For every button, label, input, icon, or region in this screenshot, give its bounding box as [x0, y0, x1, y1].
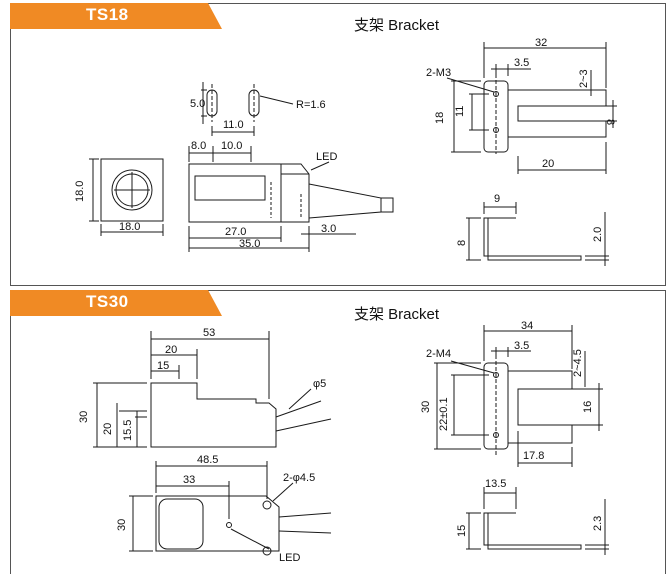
- tab-shape: [10, 3, 222, 29]
- dim-front-w: 18.0: [119, 221, 140, 233]
- bracket-side-h: 15: [456, 525, 468, 537]
- front-view: [89, 158, 164, 236]
- bracket-gap: 8: [604, 119, 616, 125]
- ts30-tab: TS30: [10, 290, 222, 316]
- bracket-width: 34: [521, 320, 533, 332]
- bracket-thick: 2.0: [592, 227, 604, 242]
- bracket-title: 支架 Bracket: [354, 17, 440, 34]
- bracket-side-w: 9: [494, 193, 500, 205]
- dim-slot-pitch: 11.0: [223, 119, 244, 131]
- bracket-screw: 2-M4: [426, 348, 451, 360]
- dim-top-b: 10.0: [221, 140, 242, 152]
- model-label: TS30: [86, 292, 129, 311]
- dim-total-len: 53: [203, 327, 215, 339]
- bracket-thick: 2.3: [592, 516, 604, 531]
- bracket-top-view: [446, 42, 617, 174]
- dim-h1: 30: [78, 411, 90, 423]
- led-label: LED: [316, 151, 337, 163]
- bracket-length: 20: [542, 158, 554, 170]
- dim-slot-h: 5.0: [190, 98, 205, 110]
- slot-detail: [201, 82, 294, 136]
- model-label: TS18: [86, 5, 129, 24]
- dim-h3: 15.5: [122, 420, 134, 441]
- bracket-pitch: 22±0.1: [438, 397, 450, 431]
- dim-hole-pitch: 48.5: [197, 454, 218, 466]
- bracket-height: 30: [420, 401, 432, 413]
- bracket-title: 支架 Bracket: [354, 306, 440, 323]
- bracket-screw: 2-M3: [426, 67, 451, 79]
- dim-holes: 2-φ4.5: [283, 472, 315, 484]
- side-view: [93, 331, 332, 448]
- bracket-offset: 3.5: [514, 57, 529, 69]
- bracket-length: 17.8: [523, 450, 544, 462]
- ts18-drawing: 5.0 11.0 R=1.6 18.0 18.0: [74, 37, 617, 266]
- bracket-width: 32: [535, 37, 547, 49]
- led-label: LED: [279, 552, 300, 564]
- dim-total-len: 35.0: [239, 238, 260, 250]
- ts18-panel: TS18 支架 Bracket 5.0 11.0 R=1.6: [10, 3, 666, 286]
- tab-shape: [10, 290, 222, 316]
- bracket-pitch: 11: [454, 106, 466, 117]
- dim-body-len: 27.0: [225, 226, 246, 238]
- side-view: [188, 146, 394, 252]
- dim-cable: 3.0: [321, 223, 336, 235]
- dim-step-b: 15: [157, 360, 169, 372]
- cable-dia: φ5: [313, 378, 326, 390]
- bracket-side-h: 8: [456, 240, 468, 246]
- dim-step-a: 20: [165, 344, 177, 356]
- bracket-side-w: 13.5: [485, 478, 506, 490]
- dim-radius: R=1.6: [296, 99, 326, 111]
- top-view: [129, 461, 332, 556]
- bracket-side-view: [466, 202, 609, 266]
- bracket-top-view: [434, 325, 603, 467]
- dim-h2: 20: [102, 423, 114, 435]
- ts18-tab: TS18: [10, 3, 222, 29]
- ts30-drawing: 53 20 15 φ5 30 20 15.5 48.5 33 2-φ4.5 30…: [78, 320, 609, 564]
- ts30-panel: TS30 支架 Bracket 53 20 15 φ5 30 20 15.5: [10, 290, 666, 574]
- bracket-side-view: [466, 487, 609, 555]
- bracket-offset: 3.5: [514, 340, 529, 352]
- dim-top-h: 30: [116, 519, 128, 531]
- bracket-slot: 2~3: [578, 69, 590, 88]
- dim-top-a: 8.0: [191, 140, 206, 152]
- dim-front-h: 18.0: [74, 181, 86, 202]
- bracket-height: 18: [434, 112, 446, 124]
- bracket-gap: 16: [582, 401, 594, 413]
- bracket-slot: 2~4.5: [572, 349, 584, 377]
- dim-hole-off: 33: [183, 474, 195, 486]
